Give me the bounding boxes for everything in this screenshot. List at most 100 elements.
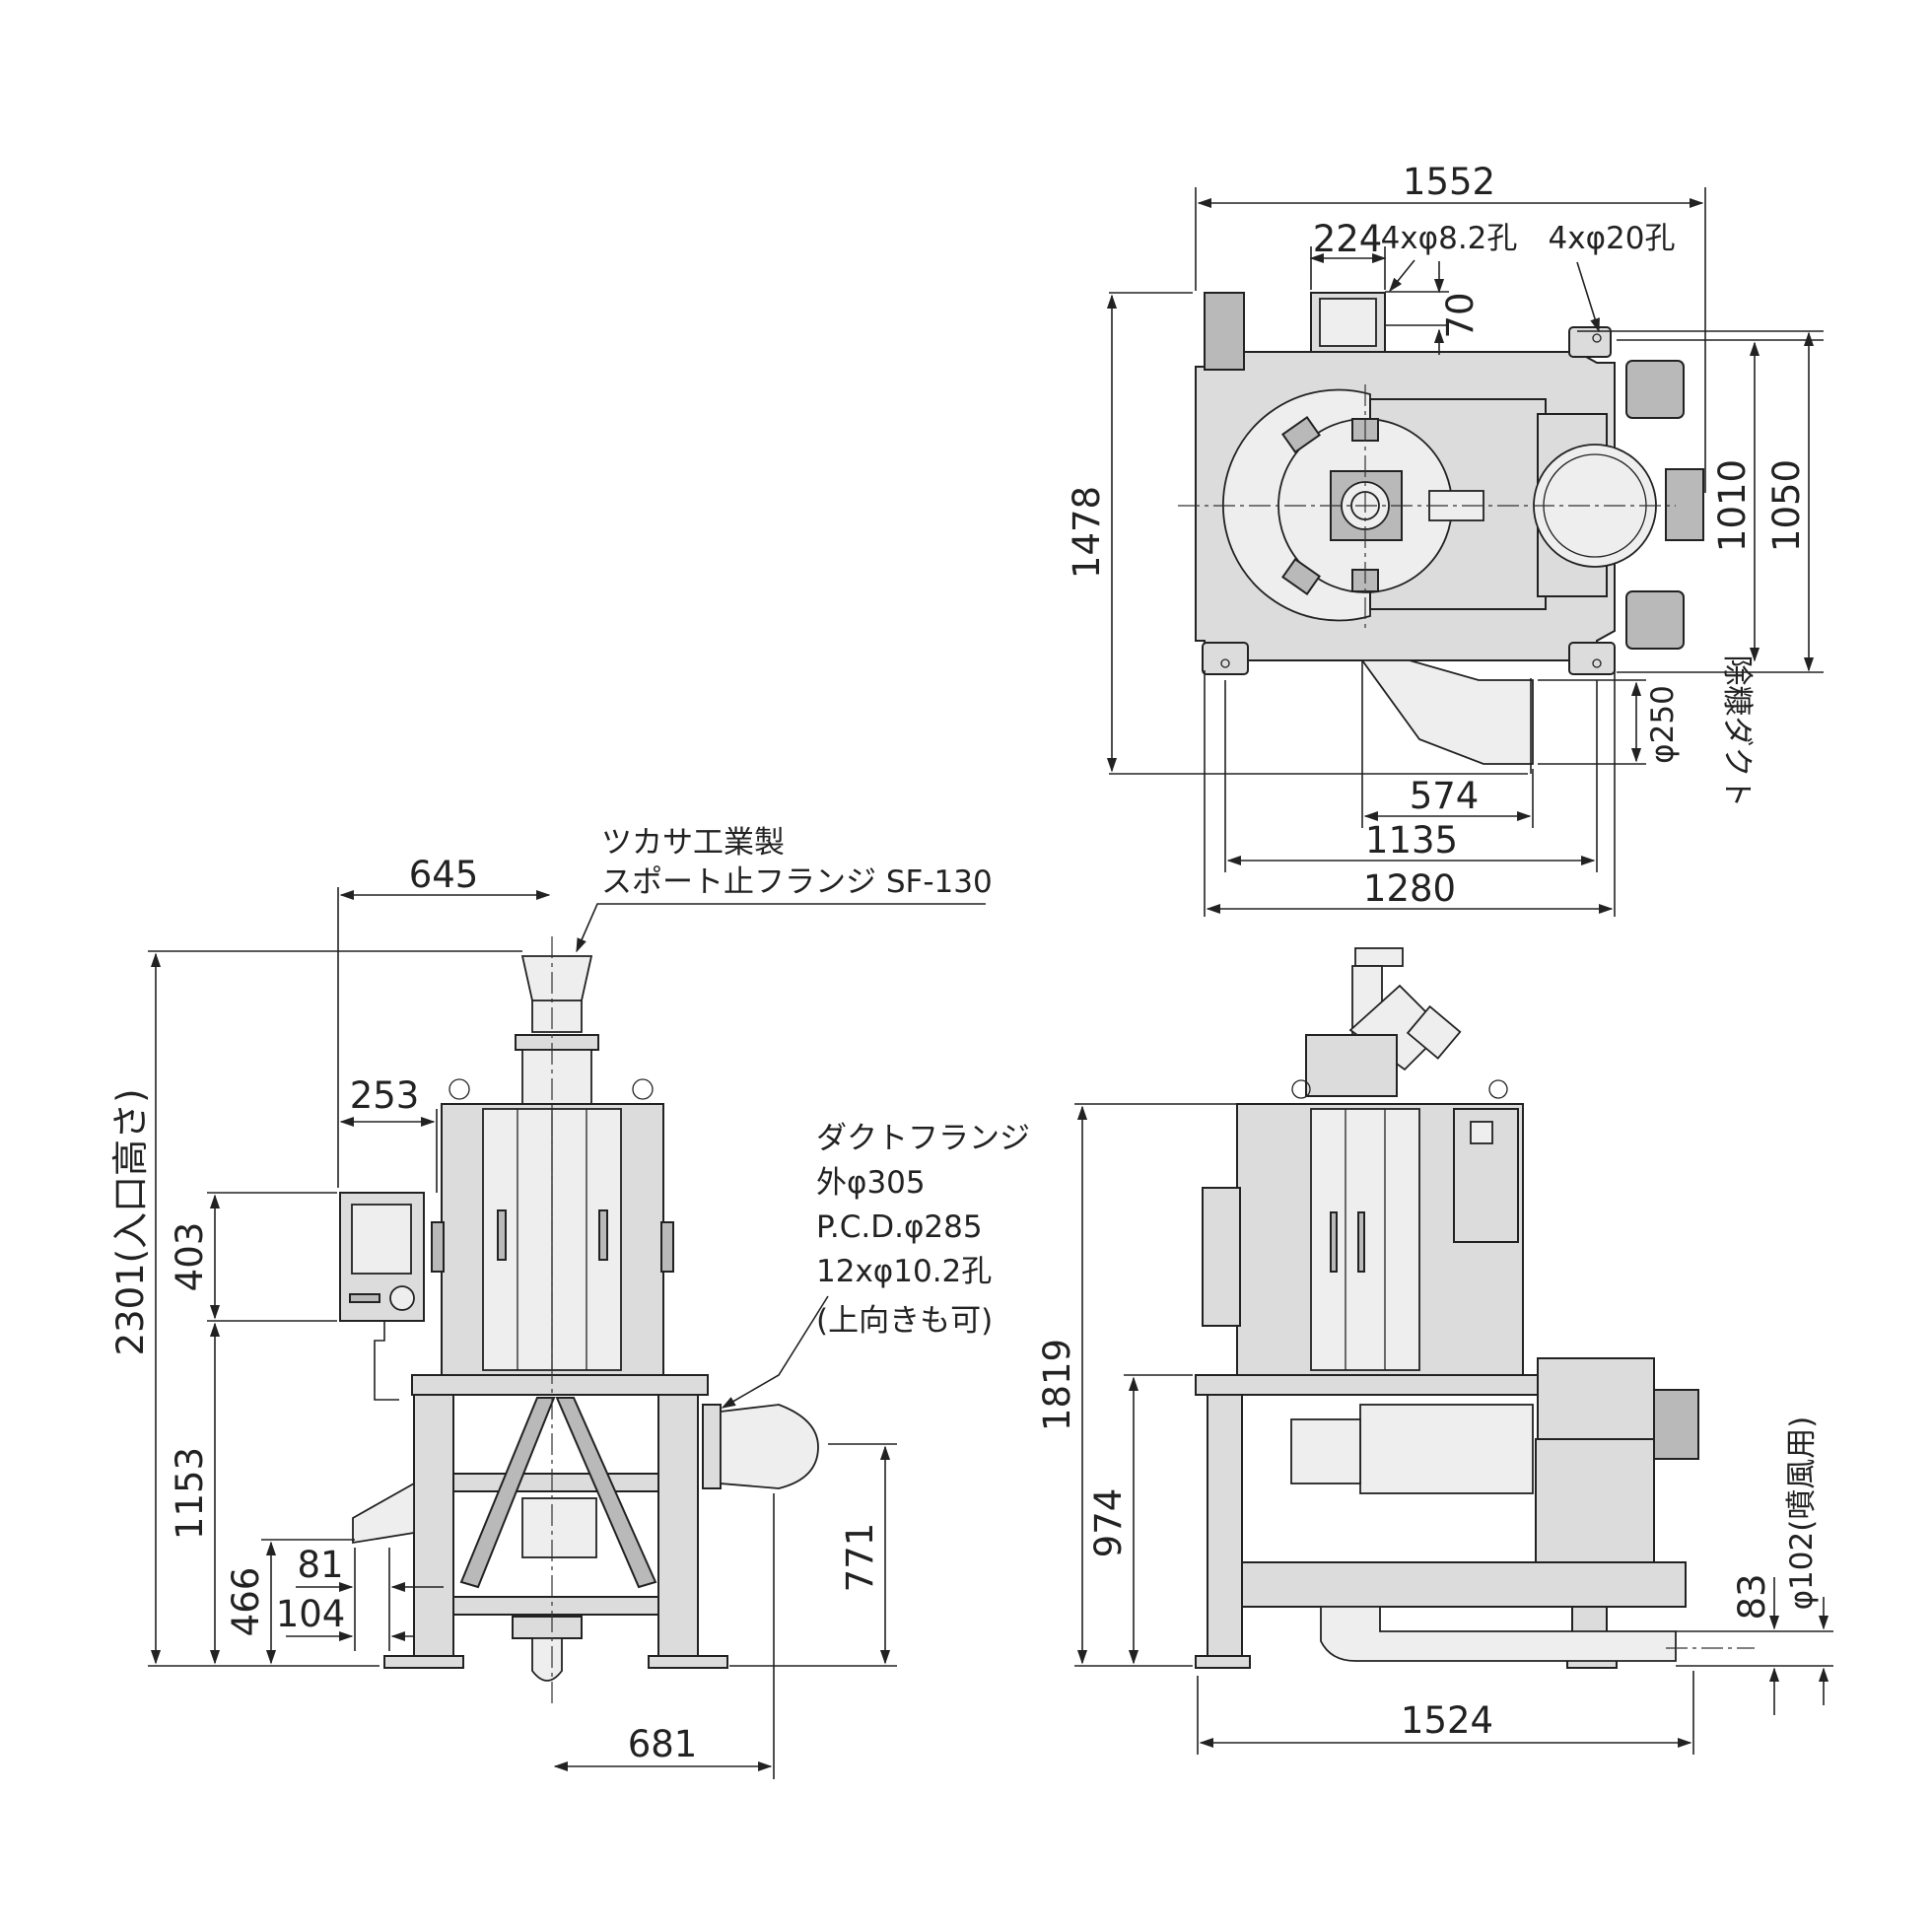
front-view-duct-flange xyxy=(702,1404,722,1489)
label-duct-flange-3: P.C.D.φ285 xyxy=(816,1209,983,1245)
front-view-lower-beam xyxy=(452,1596,659,1616)
front-view-handle xyxy=(598,1209,608,1261)
side-view-handle xyxy=(1357,1211,1365,1273)
label-foot-holes: 4xφ20孔 xyxy=(1549,221,1676,256)
side-view-leg-left xyxy=(1207,1394,1243,1662)
dim-inner-depth: 1010 xyxy=(1711,459,1754,552)
front-view-lifting-eye xyxy=(448,1078,470,1100)
front-view-side-handle xyxy=(431,1221,445,1273)
side-view-lifting-eye xyxy=(1291,1079,1311,1099)
front-view-foot-left xyxy=(383,1655,464,1669)
label-duct-flange-2: 外φ305 xyxy=(816,1165,926,1201)
dim-duct-offset: 574 xyxy=(1410,775,1480,817)
side-view-inlet-cap xyxy=(1406,1004,1462,1060)
top-view: 1552 224 4xφ8.2孔 4xφ20孔 70 1478 1010 105… xyxy=(1066,161,1824,917)
leader-port-holes xyxy=(1389,259,1415,293)
top-view-blower-motor xyxy=(1665,468,1704,541)
label-flange-model: スポート止フランジ SF-130 xyxy=(601,864,993,900)
front-view-outlet-flange xyxy=(512,1616,583,1639)
front-view-outlet-pipe xyxy=(531,1637,563,1682)
dim-pipe-height: 83 xyxy=(1731,1573,1773,1620)
dim-chute-81: 81 xyxy=(297,1544,343,1586)
side-view: 1819 974 1524 83 φ102(噴風用) xyxy=(1036,947,1833,1755)
front-view-lifting-eye xyxy=(632,1078,654,1100)
top-view-clamp xyxy=(1281,415,1321,454)
top-view-pad xyxy=(1625,590,1685,650)
front-view-foot-right xyxy=(648,1655,728,1669)
dim-duct-height: 771 xyxy=(839,1523,881,1593)
front-view-chute xyxy=(352,1482,415,1545)
front-view-brace xyxy=(555,1397,657,1589)
dim-overall-depth: 1478 xyxy=(1066,486,1108,579)
front-view-leg-right xyxy=(657,1394,699,1662)
top-view-foot-hole xyxy=(1220,658,1230,668)
side-view-table-top xyxy=(1195,1374,1581,1396)
dim-inlet-offset: 645 xyxy=(409,854,479,896)
dim-frame-width: 1280 xyxy=(1363,867,1456,910)
front-view-inlet-flange xyxy=(531,1000,583,1033)
dim-side-width: 1524 xyxy=(1401,1699,1493,1742)
leader-flange xyxy=(576,903,986,953)
dim-outer-depth: 1050 xyxy=(1765,459,1808,552)
front-view-table-top xyxy=(411,1374,709,1396)
top-view-clamp xyxy=(1281,557,1321,596)
front-view-neck xyxy=(521,1049,592,1110)
front-view-panel-switch xyxy=(349,1293,380,1303)
label-duct-flange-1: ダクトフランジ xyxy=(816,1121,1030,1156)
top-view-inlet-port-inner xyxy=(1319,298,1377,347)
front-view-panel-knob xyxy=(389,1285,415,1311)
side-view-blow-pipe xyxy=(1320,1606,1677,1662)
side-view-base xyxy=(1241,1561,1687,1608)
front-view: ツカサ工業製 スポート止フランジ SF-130 645 253 2301(入口高… xyxy=(109,825,1030,1779)
front-view-leg-left xyxy=(413,1394,454,1662)
top-view-left-motor xyxy=(1204,292,1245,371)
front-view-discharge xyxy=(521,1497,597,1558)
label-flange-maker: ツカサ工業製 xyxy=(601,825,785,861)
side-view-panel-gauge xyxy=(1470,1121,1493,1144)
label-duct-flange-4: 12xφ10.2孔 xyxy=(816,1254,992,1289)
leader-duct-flange xyxy=(721,1295,829,1409)
dim-duct-diameter: φ250 xyxy=(1645,685,1681,764)
dim-foot-span: 1135 xyxy=(1365,819,1458,862)
dim-total-height: 2301(入口高さ) xyxy=(109,1088,152,1355)
side-view-blower xyxy=(1535,1438,1655,1573)
side-view-foot-left xyxy=(1195,1655,1251,1669)
side-view-duct xyxy=(1359,1404,1534,1494)
top-view-foot-hole xyxy=(1592,658,1602,668)
dim-port-width: 224 xyxy=(1313,218,1383,260)
dim-panel-offset: 253 xyxy=(350,1074,420,1117)
side-view-duct-box xyxy=(1290,1418,1361,1484)
top-view-duct xyxy=(1360,659,1534,765)
side-view-handle xyxy=(1330,1211,1338,1273)
front-view-panel-screen xyxy=(351,1204,412,1275)
front-view-duct-fan xyxy=(720,1404,819,1489)
top-view-foot-hole xyxy=(1592,333,1602,343)
label-port-holes: 4xφ8.2孔 xyxy=(1381,221,1518,256)
top-view-pad xyxy=(1625,360,1685,419)
front-view-panel-conduit xyxy=(374,1321,399,1401)
side-view-inlet xyxy=(1354,947,1404,967)
dim-port-depth: 70 xyxy=(1439,292,1482,338)
side-view-blower-motor xyxy=(1653,1389,1699,1460)
side-view-neck xyxy=(1305,1034,1398,1097)
side-view-blower-top xyxy=(1537,1357,1655,1443)
label-duct-flange-5: (上向きも可) xyxy=(816,1303,993,1339)
front-view-handle xyxy=(497,1209,507,1261)
dim-blow-pipe: φ102(噴風用) xyxy=(1784,1416,1820,1611)
dim-chute-104: 104 xyxy=(276,1593,346,1635)
top-view-foot-lug xyxy=(1568,326,1612,358)
side-view-lifting-eye xyxy=(1488,1079,1508,1099)
dim-chute-height: 466 xyxy=(225,1567,267,1637)
front-view-neck-flange xyxy=(515,1034,599,1051)
dim-panel-height: 403 xyxy=(169,1222,211,1292)
dim-duct-offset-front: 681 xyxy=(628,1723,698,1765)
label-duct: 除糠ダクト xyxy=(1719,656,1755,808)
front-view-brace xyxy=(459,1397,556,1589)
dim-outlet-height: 974 xyxy=(1087,1488,1130,1558)
front-view-side-handle xyxy=(660,1221,674,1273)
leader-foot-holes xyxy=(1576,261,1600,333)
front-view-cross-beam xyxy=(452,1473,659,1492)
top-view-foot-lug xyxy=(1202,642,1249,675)
dim-overall-width: 1552 xyxy=(1403,161,1495,203)
